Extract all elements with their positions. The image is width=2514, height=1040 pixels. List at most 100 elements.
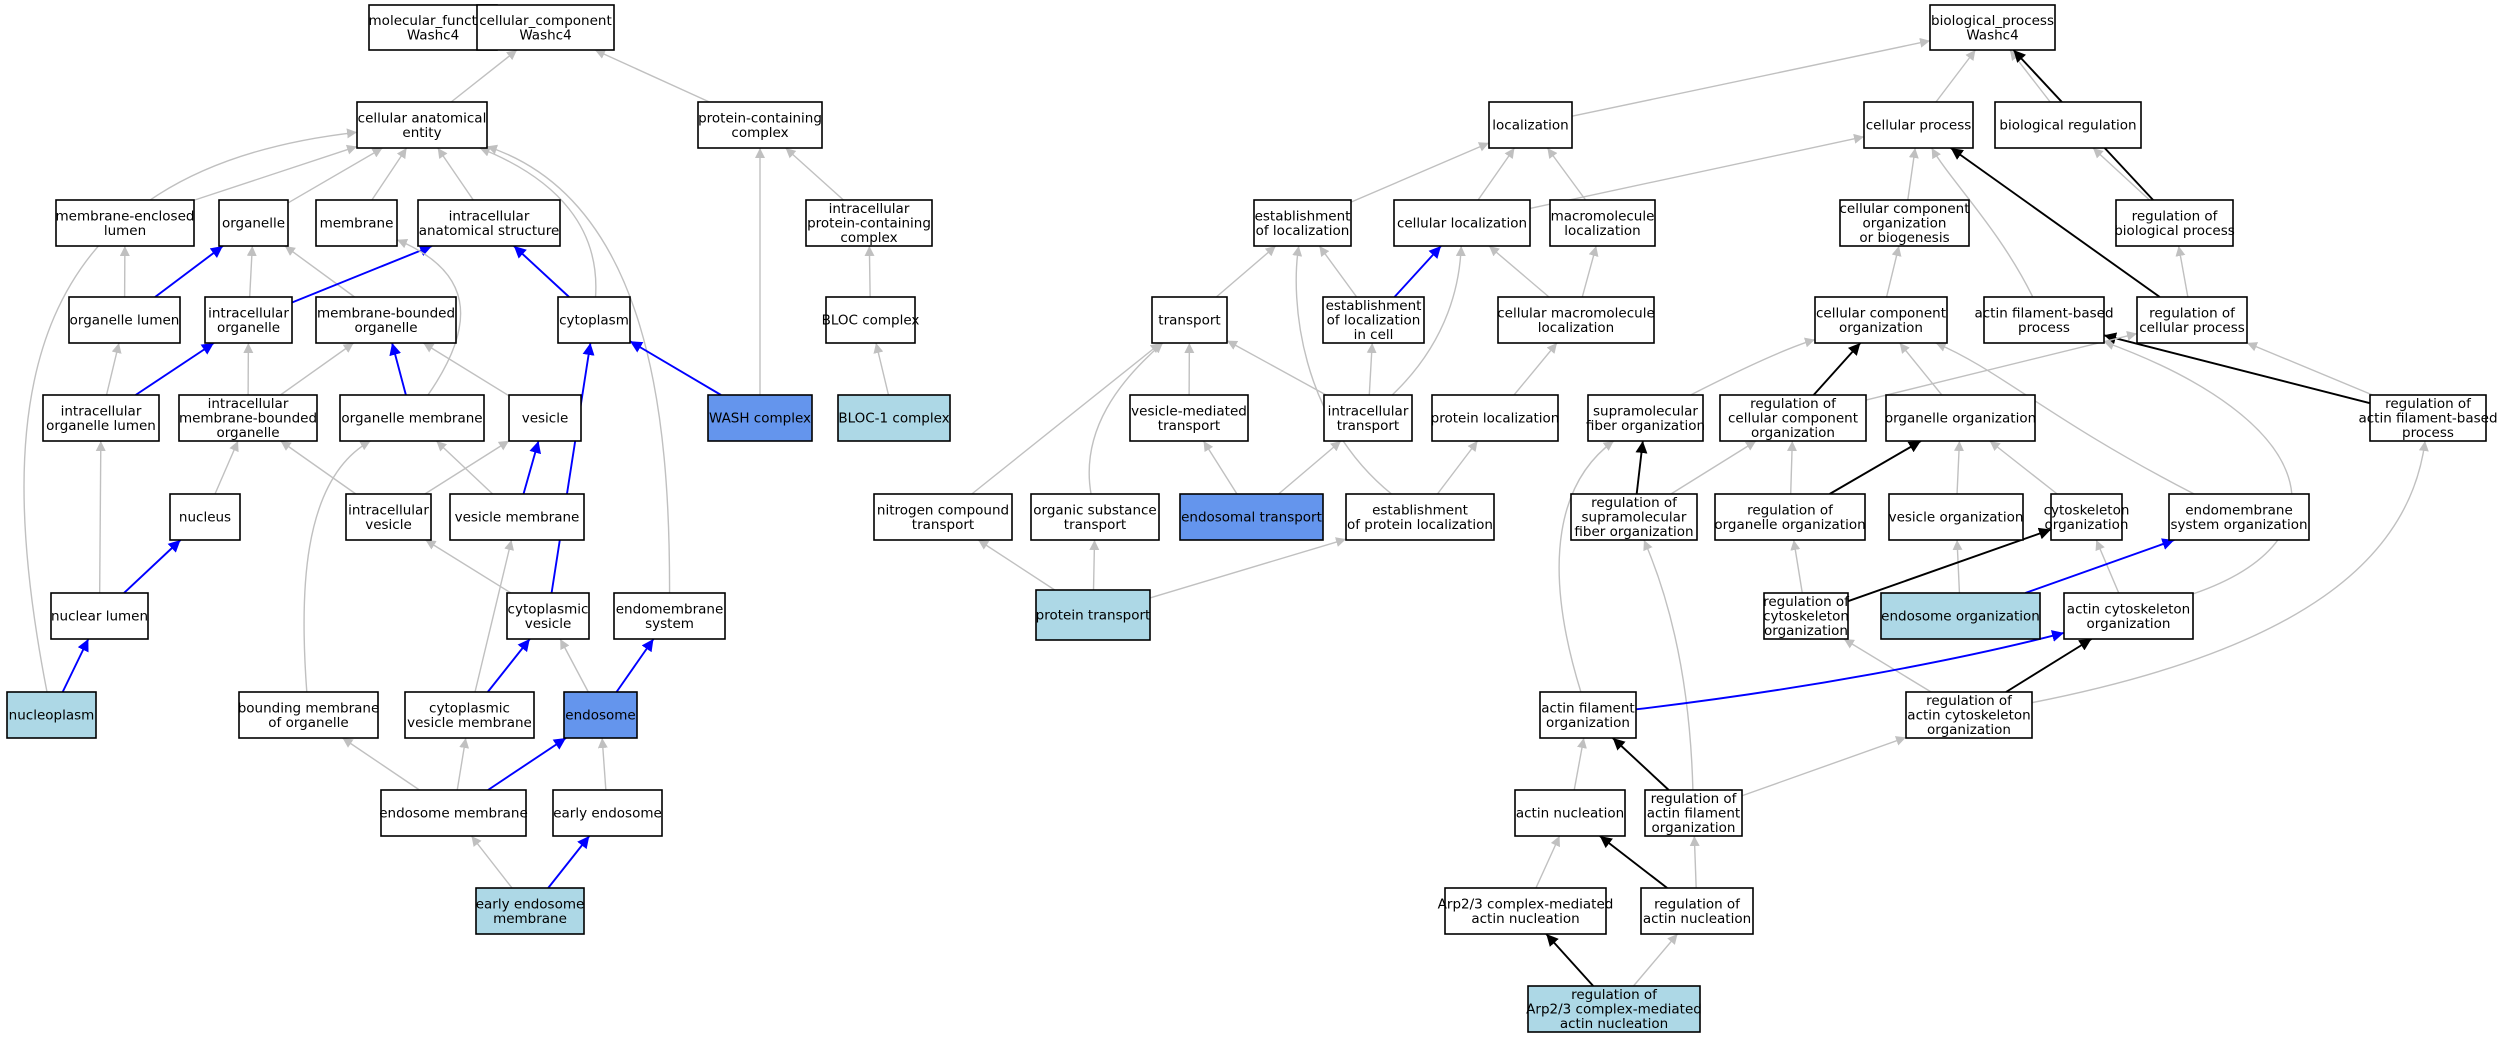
edge-bloc1-to-bloc xyxy=(873,342,890,396)
node-cproc[interactable]: cellular process xyxy=(1863,101,1974,149)
node-membrane[interactable]: membrane xyxy=(315,199,398,247)
edge-eendo-to-endosome xyxy=(597,737,608,791)
node-breg[interactable]: biological regulation xyxy=(1994,101,2142,149)
node-label-line: establishment xyxy=(1372,502,1468,518)
node-oo[interactable]: organelle organization xyxy=(1885,394,2036,442)
edge-rafbp-to-rcp xyxy=(2246,342,2373,396)
node-vesicle[interactable]: vesicle xyxy=(508,394,582,442)
node-label-line: biological_process xyxy=(1931,13,2054,29)
edge-eem-to-eendo xyxy=(547,835,591,889)
node-box xyxy=(1488,101,1573,149)
node-label-line: intracellular xyxy=(1328,403,1409,419)
node-box xyxy=(368,4,498,51)
node-an[interactable]: actin nucleation xyxy=(1514,789,1626,837)
node-omem[interactable]: organelle membrane xyxy=(339,394,485,442)
node-eendo[interactable]: early endosome xyxy=(552,789,663,837)
node-loc[interactable]: localization xyxy=(1488,101,1573,149)
node-endosome[interactable]: endosome xyxy=(563,691,638,739)
node-nlumen[interactable]: nuclear lumen xyxy=(50,592,149,640)
node-wash[interactable]: WASH complex xyxy=(707,394,813,442)
node-olumen[interactable]: organelle lumen xyxy=(68,296,181,344)
node-bloc[interactable]: BLOC complex xyxy=(822,296,920,344)
edge-breg-to-bp xyxy=(2009,49,2051,103)
node-ptrans[interactable]: protein transport xyxy=(1035,589,1151,641)
node-bloc1[interactable]: BLOC-1 complex xyxy=(837,394,951,442)
node-label-line: of protein localization xyxy=(1347,517,1493,533)
node-label-line: intracellular xyxy=(61,403,142,419)
node-label-line: molecular_function xyxy=(369,13,498,29)
node-ploc[interactable]: protein localization xyxy=(1431,394,1560,442)
node-label-line: organization xyxy=(1764,623,1848,639)
node-box xyxy=(1129,394,1249,442)
node-organelle[interactable]: organelle xyxy=(218,199,289,247)
node-etrans[interactable]: endosomal transport xyxy=(1179,493,1324,541)
node-nucleus[interactable]: nucleus xyxy=(169,493,241,541)
edge-ptrans-to-ost xyxy=(1089,539,1100,591)
node-eorg[interactable]: endosome organization xyxy=(1880,592,2041,640)
edge-cproc-to-bp xyxy=(1935,49,1976,103)
node-box xyxy=(837,394,951,442)
node-vo[interactable]: vesicle organization xyxy=(1888,493,2024,541)
node-cloc[interactable]: cellular localization xyxy=(1393,199,1531,247)
edge-ost-to-transport xyxy=(1088,342,1164,495)
node-label-line: actin filament-based xyxy=(2358,411,2497,427)
node-label-line: organelle xyxy=(354,320,417,336)
node-label-line: supramolecular xyxy=(1581,510,1686,526)
node-endomem[interactable]: endosome membrane xyxy=(379,789,528,837)
node-box xyxy=(697,101,823,149)
node-box xyxy=(1814,296,1948,344)
node-cytoplasm[interactable]: cytoplasm xyxy=(557,296,631,344)
node-transport[interactable]: transport xyxy=(1151,296,1228,344)
node-nucleoplasm[interactable]: nucleoplasm xyxy=(6,691,97,739)
edge-rarp-to-arp xyxy=(1545,933,1594,987)
node-vmem[interactable]: vesicle membrane xyxy=(449,493,585,541)
